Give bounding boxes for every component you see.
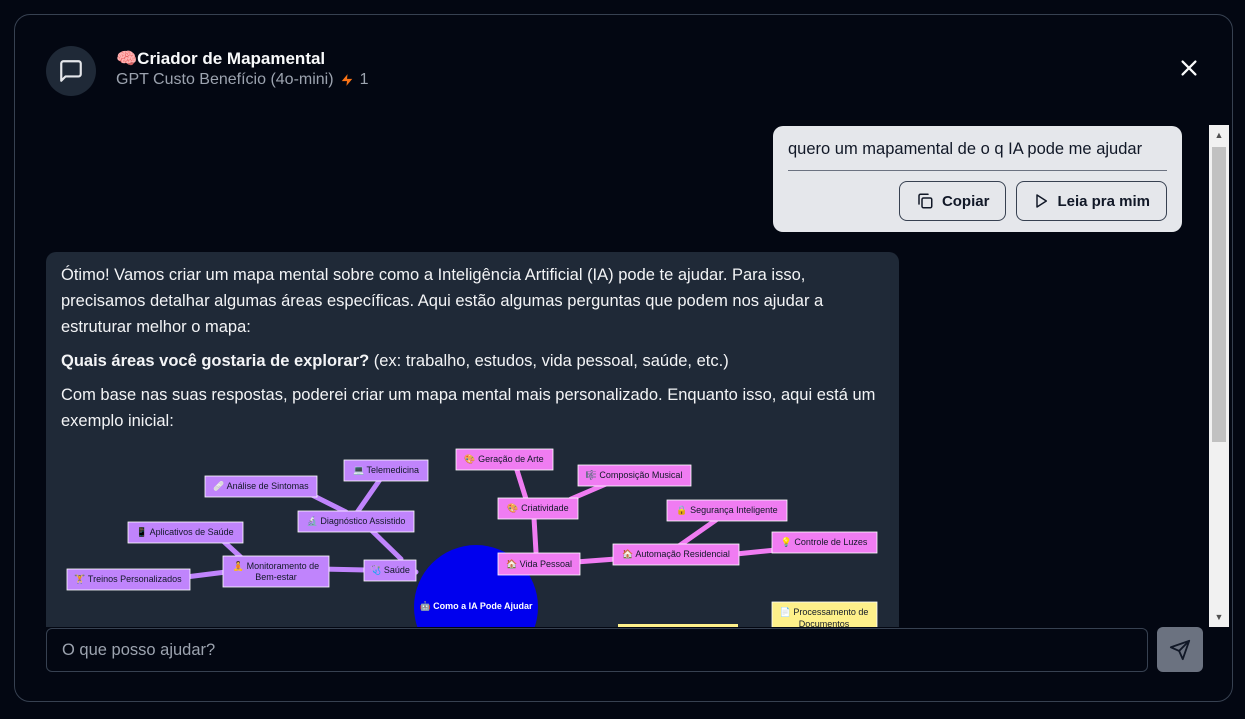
link-vida-criatividade [531,515,539,555]
node-diagnostico-label: 🔬 Diagnóstico Assistido [307,515,406,526]
link-automacao-luzes [733,547,779,557]
link-monitoramento-treinos [183,569,229,580]
copy-button[interactable]: Copiar [898,181,1007,221]
node-processamento: 📄 Processamento de Documentos [771,601,878,627]
assistant-paragraph-2: Quais áreas você gostaria de explorar? (… [61,348,884,374]
mind-map-center-label: 🤖 Como a IA Pode Ajudar [419,600,533,611]
node-monitoramento-label-1: 🧘 Monitoramento de [233,560,319,571]
link-automacao-seguranca [673,517,719,551]
link-diagnostico-telemedicina [353,475,384,517]
assistant-paragraph-3: Com base nas suas respostas, poderei cri… [61,386,876,430]
message-input-box[interactable] [46,628,1148,672]
copy-label: Copiar [941,192,990,210]
play-icon [1036,194,1048,208]
chat-title: 🧠Criador de Mapamental [116,49,326,68]
link-vida-automacao [573,556,619,565]
message-list[interactable]: quero um mapamental de o q IA pode me aj… [15,125,1211,627]
close-icon [1181,60,1197,76]
node-saude-label: 🩺 Saúde [370,564,410,575]
node-vida-pessoal: 🏠 Vida Pessoal [497,552,581,576]
node-geracao-arte-label: 🎨 Geração de Arte [464,453,543,464]
node-diagnostico: 🔬 Diagnóstico Assistido [297,510,415,533]
node-processamento-label-2: Documentos [799,619,850,627]
scroll-down-arrow-icon[interactable]: ▼ [1214,612,1224,622]
node-monitoramento: 🧘 Monitoramento de Bem-estar [222,555,330,588]
model-name: GPT Custo Benefício (4o-mini) [116,71,334,88]
read-aloud-label: Leia pra mim [1057,192,1150,210]
node-composicao: 🎼 Composição Musical [577,464,692,487]
chat-avatar [46,46,96,96]
assistant-question-examples: (ex: trabalho, estudos, vida pessoal, sa… [369,352,729,370]
node-luzes-label: 💡 Controle de Luzes [781,536,868,547]
link-criatividade-composicao [568,481,609,502]
credits-count: 1 [359,71,369,88]
node-seguranca-label: 🔒 Segurança Inteligente [676,505,777,515]
scroll-up-arrow-icon[interactable]: ▲ [1214,130,1224,140]
chat-subtitle: GPT Custo Benefício (4o-mini) 1 [116,71,368,89]
message-input[interactable] [47,629,1147,671]
node-analise-label: 🩹 Análise de Sintomas [213,480,309,492]
node-geracao-arte: 🎨 Geração de Arte [455,448,554,471]
user-message: quero um mapamental de o q IA pode me aj… [773,126,1182,232]
message-scrollbar[interactable]: ▲ ▼ [1209,125,1229,627]
send-icon [1169,639,1191,660]
node-processamento-label-1: 📄 Processamento de [780,606,869,617]
node-criatividade-label: 🎨 Criatividade [507,502,568,513]
node-saude: 🩺 Saúde [363,559,417,582]
node-criatividade: 🎨 Criatividade [497,497,579,520]
chat-modal: 🧠Criador de Mapamental GPT Custo Benefíc… [14,14,1233,702]
chat-header: 🧠Criador de Mapamental GPT Custo Benefíc… [15,15,1232,125]
node-composicao-label: 🎼 Composição Musical [586,469,683,480]
node-treinos-label: 🏋 Treinos Personalizados [74,573,182,584]
assistant-question: Quais áreas você gostaria de explorar? [61,352,370,370]
scrollbar-thumb[interactable] [1212,147,1226,442]
copy-icon [918,193,933,209]
message-divider [788,170,1167,171]
node-aplicativos: 📱 Aplicativos de Saúde [127,521,244,544]
user-message-text: quero um mapamental de o q IA pode me aj… [788,140,1143,158]
node-automacao-label: 🏠 Automação Residencial [622,549,730,559]
assistant-paragraph-1: Ótimo! Vamos criar um mapa mental sobre … [61,266,824,336]
node-luzes: 💡 Controle de Luzes [771,531,878,554]
assistant-message: Ótimo! Vamos criar um mapa mental sobre … [46,252,899,627]
close-button[interactable] [1176,55,1202,81]
message-actions: Copiar Leia pra mim [788,181,1167,221]
node-automacao: 🏠 Automação Residencial [612,543,740,566]
lightning-icon [341,74,352,86]
chat-bubble-icon [60,60,82,82]
node-vida-pessoal-label: 🏠 Vida Pessoal [506,559,572,569]
node-monitoramento-label-2: Bem-estar [255,572,297,582]
node-treinos: 🏋 Treinos Personalizados [66,568,191,591]
send-button[interactable] [1157,627,1203,672]
mind-map: 🤖 Como a IA Pode Ajudar 🩺 Saúde 🔬 Diagnó… [66,448,878,627]
link-criatividade-geracao [513,464,529,502]
node-analise: 🩹 Análise de Sintomas [204,475,318,498]
read-aloud-button[interactable]: Leia pra mim [1016,181,1167,221]
node-telemedicina: 💻 Telemedicina [343,459,429,482]
node-telemedicina-label: 💻 Telemedicina [353,465,419,475]
node-partial-bar [618,624,738,627]
node-seguranca: 🔒 Segurança Inteligente [666,499,788,522]
node-aplicativos-label: 📱 Aplicativos de Saúde [136,526,233,537]
